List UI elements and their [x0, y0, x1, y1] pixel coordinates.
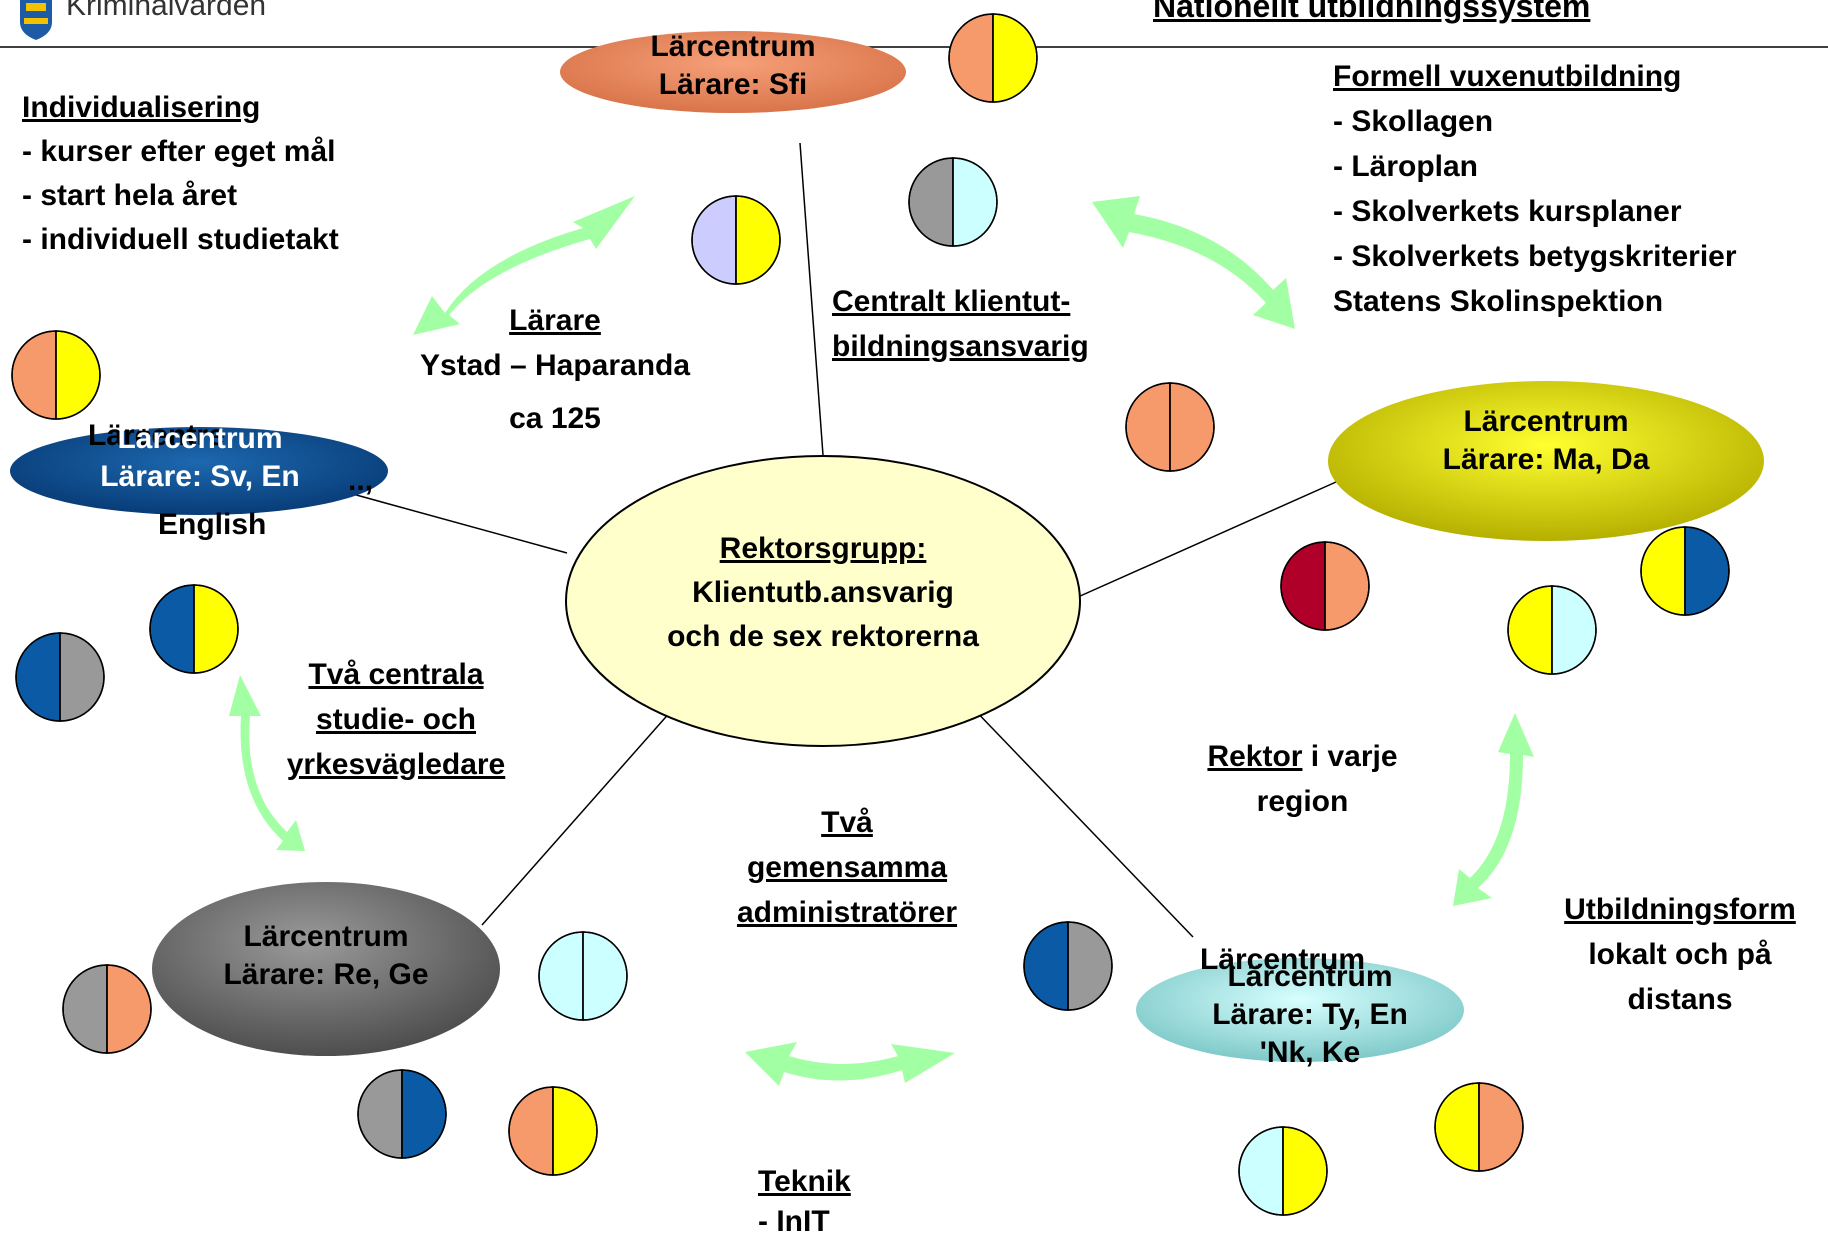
badge-yellow-blue [1640, 526, 1730, 616]
formell-item-4: - Skolverkets betygskriterier [1333, 240, 1737, 273]
node-top-label: Lärcentrum Lärare: Sfi [593, 28, 873, 104]
node-bottom-right-line3: 'Nk, Ke [1259, 1036, 1361, 1069]
center-title: Rektorsgrupp: [719, 532, 927, 565]
crest-logo-icon [20, 0, 52, 40]
vagledare-block: Två centrala studie- och yrkesvägledare [246, 652, 546, 787]
node-bottom-left-line1: Lärcentrum [243, 920, 409, 953]
utbildningsform-line2: distans [1627, 983, 1733, 1016]
badges [11, 13, 1730, 1216]
node-top-ellipse [560, 31, 906, 113]
teknik-title: Teknik [758, 1165, 851, 1198]
node-left-line2: Lärare: Sv, En [100, 460, 300, 493]
formell-item-1: - Skollagen [1333, 105, 1494, 138]
admin-block: Två gemensamma administratörer [697, 800, 997, 935]
teknik-line1: - InIT [758, 1205, 830, 1238]
node-top-line2: Lärare: Sfi [658, 68, 808, 101]
badge-left-orange-yellow [11, 330, 101, 420]
centralt-block: Centralt klientut- bildningsansvarig [832, 279, 1089, 369]
vagledare-line2: studie- och [315, 703, 476, 736]
arrows [229, 196, 1534, 1086]
badge-blue-grey [15, 632, 105, 722]
node-bottom-left-label: Lärcentrum Lärare: Re, Ge [186, 918, 466, 994]
badge-orange-orange [1125, 382, 1215, 472]
node-bottom-right-line1: Lärcentrum [1227, 960, 1393, 993]
teknik-block: Teknik - InIT [758, 1162, 851, 1242]
admin-line2: gemensamma [746, 851, 948, 884]
centralt-line1: Centralt klientut- [832, 285, 1071, 318]
badge-lavender-yellow [691, 195, 781, 285]
formell-item-3: - Skolverkets kursplaner [1333, 195, 1682, 228]
larare-block: Lärare Ystad – Haparanda ca 125 [380, 298, 730, 441]
individualisering-item-1: - kurser efter eget mål [22, 135, 336, 168]
individualisering-item-3: - individuell studietakt [22, 223, 339, 256]
badge-top-orange-yellow [948, 13, 1038, 103]
individualisering-title: Individualisering [22, 91, 261, 124]
badge-orange-yellow-bottom [508, 1086, 598, 1176]
node-bottom-right-overlap: Lärcentrum [1200, 943, 1366, 976]
individualisering-block: Individualisering - kurser efter eget må… [22, 86, 339, 262]
node-left-extra2: English [158, 508, 267, 541]
badge-grey-orange [62, 964, 152, 1054]
node-right-line2: Lärare: Ma, Da [1442, 443, 1650, 476]
center-ellipse [565, 455, 1081, 747]
badge-cyan-cyan [538, 931, 628, 1021]
larare-line2: ca 125 [509, 402, 601, 435]
spoke-lines [319, 142, 1346, 938]
node-bottom-left-line2: Lärare: Re, Ge [223, 958, 429, 991]
rektor-underlined: Rektor [1207, 740, 1303, 773]
utbildningsform-line1: lokalt och på [1588, 938, 1772, 971]
org-name: Kriminalvården [66, 0, 267, 22]
node-left-label: Lärcentrum Lärare: Sv, En [60, 420, 340, 496]
slide-title: Nationellt utbildningssystem [1153, 0, 1591, 24]
badge-yellow-cyan [1507, 585, 1597, 675]
badge-cyan-yellow [1238, 1126, 1328, 1216]
node-left-overlap: Lärcentre [88, 419, 225, 452]
arrow-top-right [1092, 196, 1295, 329]
node-left-extra1: .., [348, 464, 374, 497]
rektor-block: Rektor i varje region [1150, 734, 1455, 824]
utbildningsform-title: Utbildningsform [1564, 893, 1796, 926]
arrow-bottom [745, 1042, 955, 1086]
utbildningsform-block: Utbildningsform lokalt och på distans [1530, 887, 1828, 1022]
vagledare-line3: yrkesvägledare [286, 748, 506, 781]
node-bottom-right-line2: Lärare: Ty, En [1212, 998, 1408, 1031]
badge-grey-blue [357, 1069, 447, 1159]
admin-line3: administratörer [736, 896, 958, 929]
centralt-line2: bildningsansvarig [832, 330, 1089, 363]
individualisering-item-2: - start hela året [22, 179, 238, 212]
node-right-line1: Lärcentrum [1463, 405, 1629, 438]
node-top-line1: Lärcentrum [650, 30, 816, 63]
vagledare-line1: Två centrala [308, 658, 484, 691]
node-left-line1: Lärcentrum [117, 422, 283, 455]
rektor-line2: region [1256, 785, 1349, 818]
formell-block: Formell vuxenutbildning - Skollagen - Lä… [1333, 54, 1737, 324]
badge-crimson-orange [1280, 541, 1370, 631]
node-right-ellipse [1328, 381, 1764, 541]
badge-yellow-orange [1434, 1082, 1524, 1172]
arrow-right [1453, 713, 1534, 906]
node-bottom-right-label: Lärcentrum Lärare: Ty, En 'Nk, Ke [1170, 958, 1450, 1072]
arrow-top-left [413, 196, 635, 335]
formell-item-5: Statens Skolinspektion [1333, 285, 1664, 318]
center-line2: och de sex rektorerna [667, 620, 979, 653]
node-right-label: Lärcentrum Lärare: Ma, Da [1406, 403, 1686, 479]
arrow-left [229, 675, 305, 851]
node-bottom-right-ellipse [1136, 958, 1464, 1062]
formell-item-2: - Läroplan [1333, 150, 1479, 183]
badge-blue-yellow [149, 584, 239, 674]
center-line1: Klientutb.ansvarig [692, 576, 954, 609]
formell-title: Formell vuxenutbildning [1333, 60, 1682, 93]
badge-grey-cyan [908, 157, 998, 247]
rektor-line1: Rektor i varje [1150, 734, 1455, 779]
node-bottom-left-ellipse [152, 882, 500, 1056]
larare-title: Lärare [509, 304, 601, 337]
larare-line1: Ystad – Haparanda [419, 349, 691, 382]
admin-line1: Två [821, 806, 873, 839]
center-label: Rektorsgrupp: Klientutb.ansvarig och de … [623, 527, 1023, 659]
node-left-ellipse [10, 427, 388, 515]
badge-blue-grey-right [1023, 921, 1113, 1011]
rektor-rest: i varje [1302, 740, 1398, 773]
